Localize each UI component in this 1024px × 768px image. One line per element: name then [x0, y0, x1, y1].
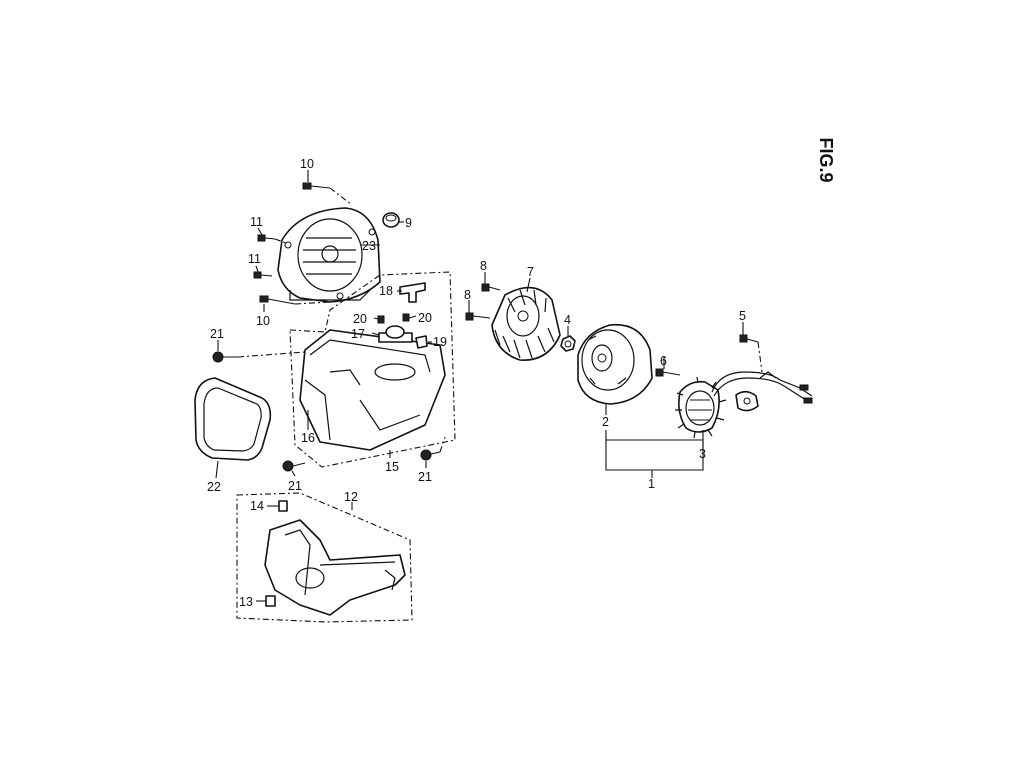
callout-6: 6 [660, 354, 667, 368]
lower-shroud [264, 519, 406, 616]
screw-20-left [377, 315, 385, 324]
callout-13: 13 [239, 595, 253, 609]
cap-fitting [378, 325, 413, 343]
callout-15: 15 [385, 460, 399, 474]
callout-22: 22 [207, 480, 221, 494]
screw-20-right [402, 313, 410, 322]
cooling-fan [491, 286, 561, 361]
bolt-10-top [302, 182, 331, 190]
callout-12: 12 [344, 490, 358, 504]
callout-20-right: 20 [418, 311, 432, 325]
callout-21-left: 21 [210, 327, 224, 341]
upper-shroud [299, 329, 446, 451]
callout-9: 9 [405, 216, 412, 230]
rubber-cap [382, 212, 400, 228]
bolt-10-bottom [259, 295, 296, 305]
callout-20-left: 20 [353, 312, 367, 326]
callout-4: 4 [564, 313, 571, 327]
callout-14: 14 [250, 499, 264, 513]
bolt-8-lower [465, 312, 491, 321]
bolt-8-upper [481, 283, 501, 292]
callout-10-top: 10 [300, 157, 314, 171]
callout-3: 3 [699, 447, 706, 461]
callout-19: 19 [433, 335, 447, 349]
vent-tube [399, 282, 426, 303]
bolt-11-lower [253, 271, 273, 279]
gasket [194, 377, 272, 461]
callout-1: 1 [648, 477, 655, 491]
callout-10-bottom: 10 [256, 314, 270, 328]
figure-title: FIG.9 [816, 137, 836, 182]
bolt-5 [739, 334, 759, 343]
clip-14 [278, 500, 288, 512]
clip-13 [265, 595, 276, 607]
flywheel [577, 323, 653, 405]
callout-23: 23 [362, 239, 376, 253]
pulser-wiring [711, 371, 813, 412]
stator [675, 376, 727, 439]
callout-8-upper: 8 [480, 259, 487, 273]
callout-21-middle: 21 [288, 479, 302, 493]
callout-5: 5 [739, 309, 746, 323]
callout-11-lower: 11 [248, 252, 261, 266]
callout-8-lower: 8 [464, 288, 471, 302]
callout-2: 2 [602, 415, 609, 429]
bolt-6 [655, 368, 681, 377]
bolt-21-middle [282, 460, 306, 472]
callout-21-right: 21 [418, 470, 432, 484]
clip-19 [415, 335, 428, 349]
bolt-11-upper [257, 234, 276, 242]
callout-17: 17 [351, 327, 365, 341]
flange-nut [560, 335, 576, 352]
fan-cover [277, 207, 381, 303]
bolt-21-left [212, 351, 238, 363]
callout-7: 7 [527, 265, 534, 279]
callout-18: 18 [379, 284, 393, 298]
callout-11-upper: 11 [250, 215, 263, 229]
callout-16: 16 [301, 431, 315, 445]
bolt-21-right [420, 449, 441, 461]
